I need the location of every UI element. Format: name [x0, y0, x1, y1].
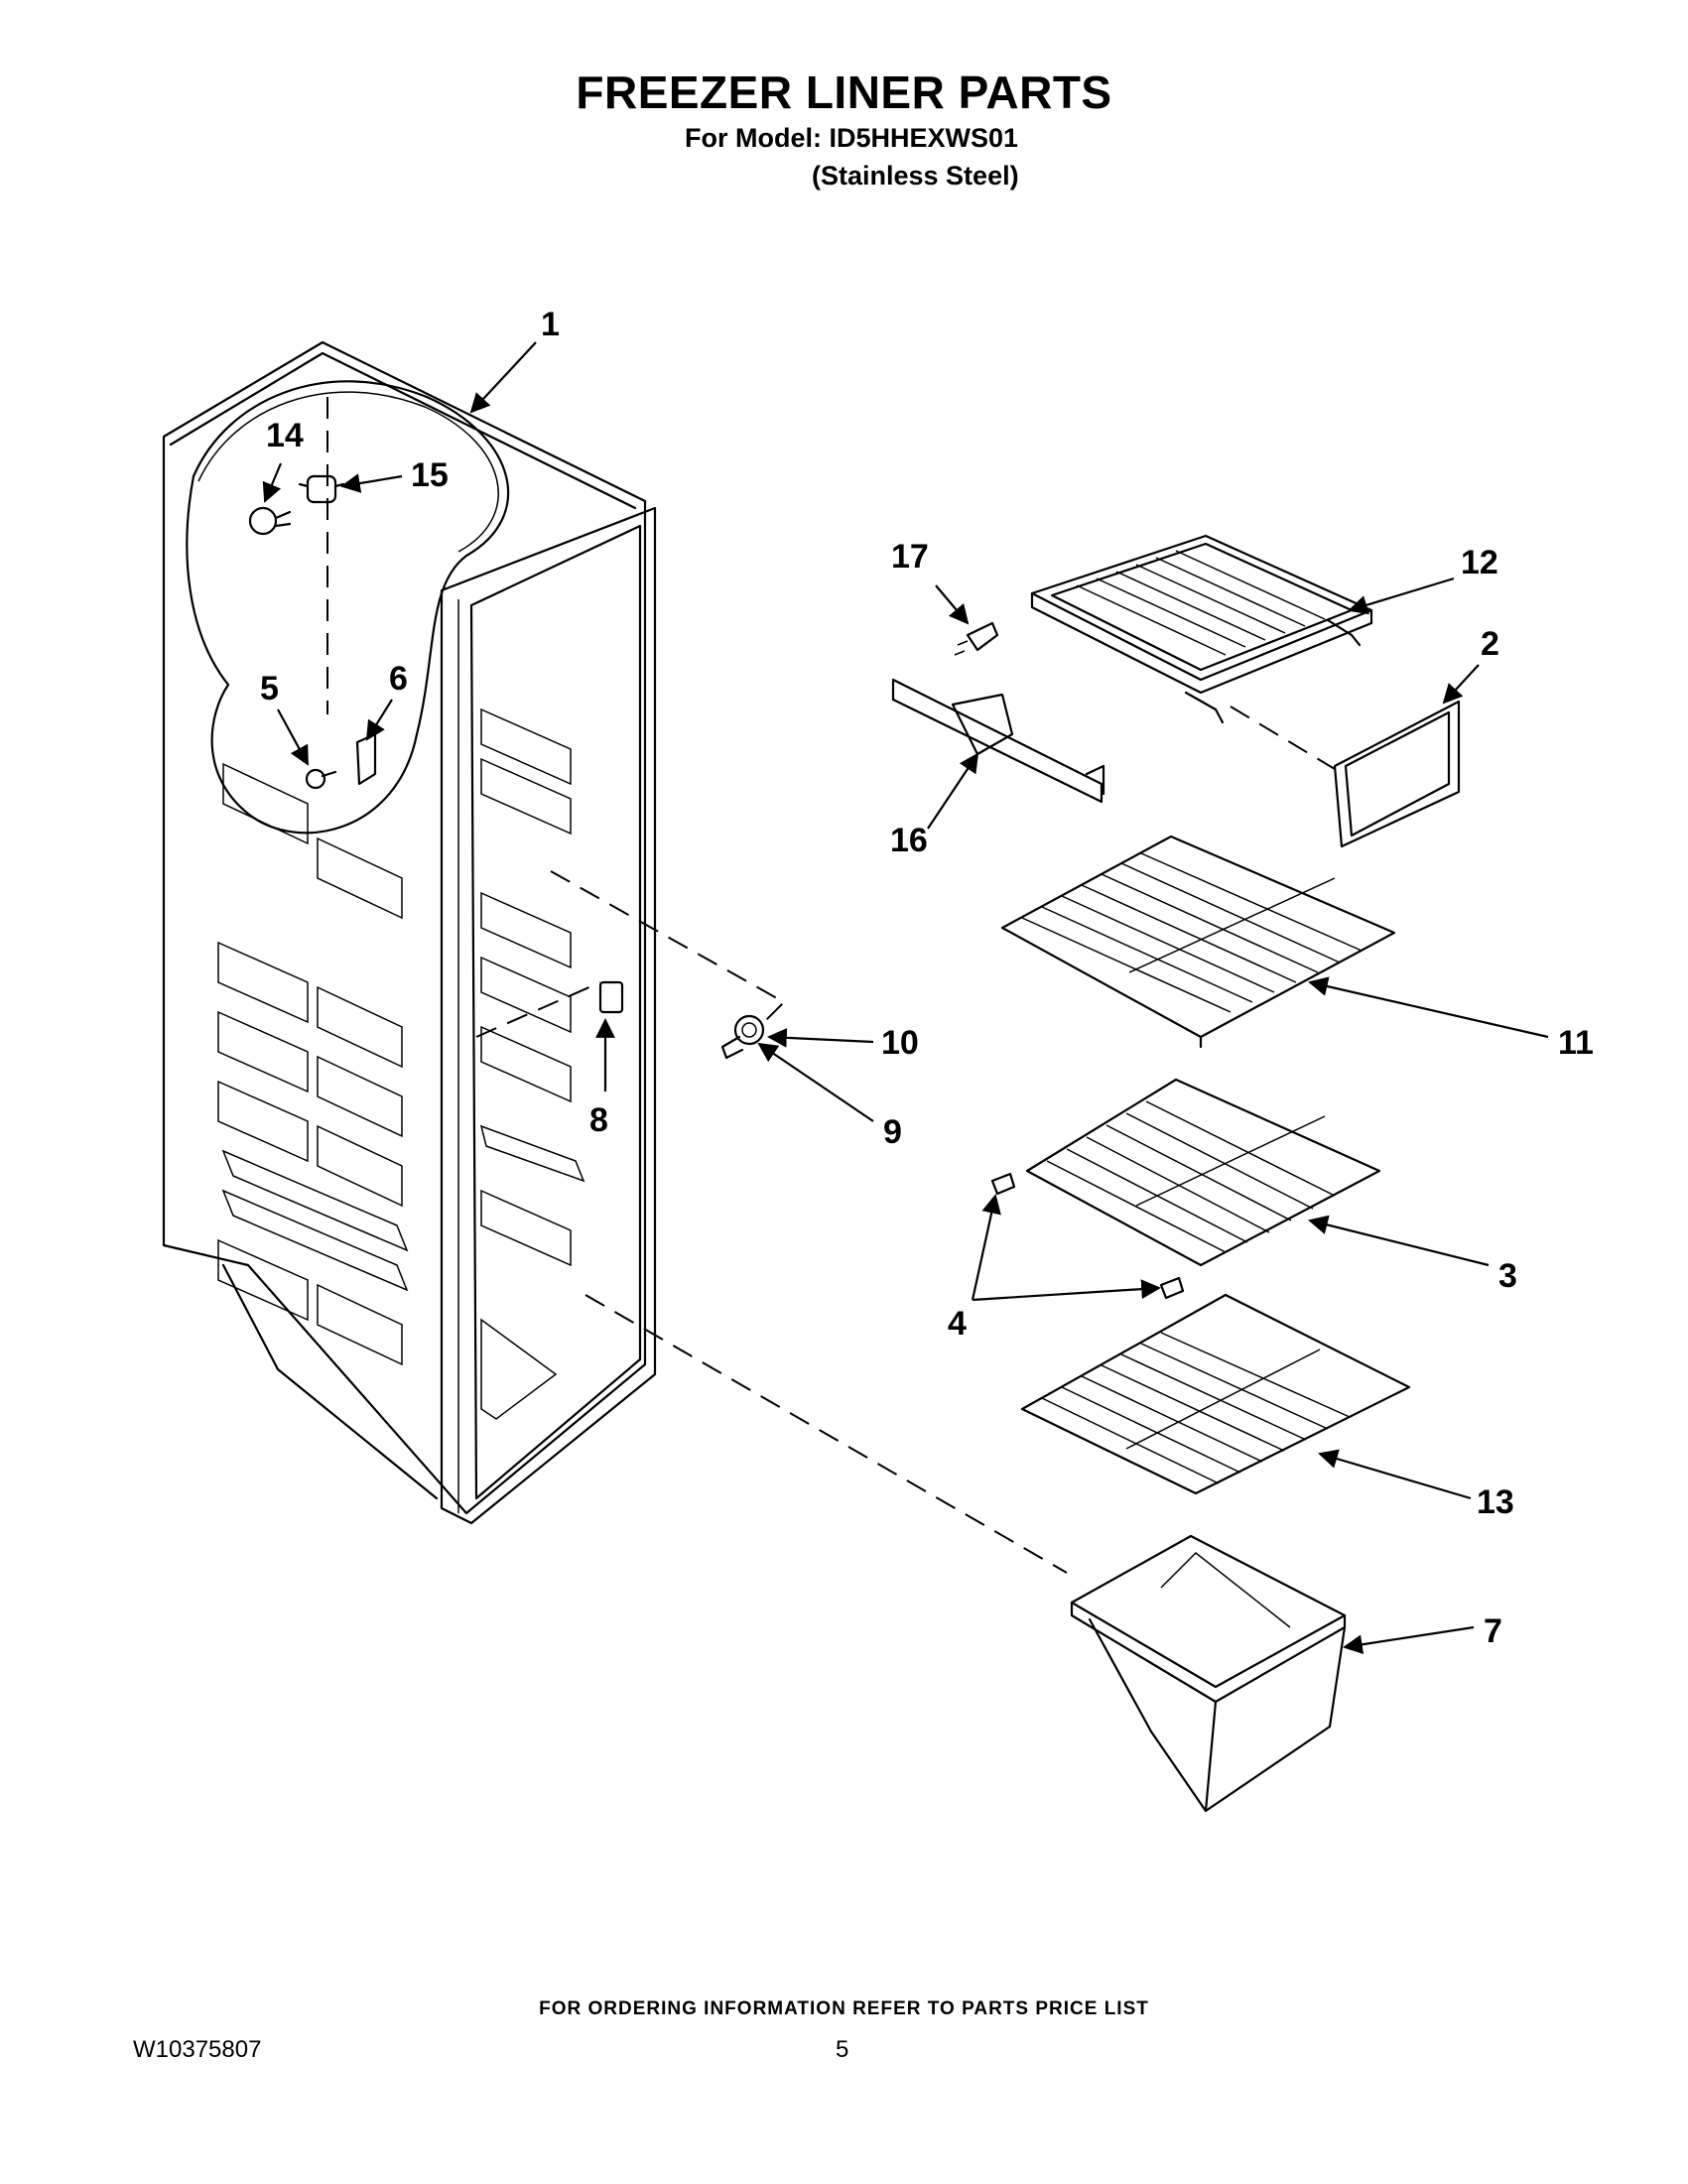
wire-shelf-3: [990, 1078, 1381, 1300]
callout-15: 15: [411, 456, 449, 494]
callout-13: 13: [1477, 1483, 1514, 1521]
model-line: For Model: ID5HHEXWS01: [685, 123, 1019, 153]
document-number: W10375807: [133, 2036, 262, 2063]
callout-9: 9: [883, 1113, 902, 1151]
freezer-bin: [1070, 1534, 1347, 1813]
callout-1: 1: [541, 306, 560, 343]
callout-4: 4: [948, 1305, 967, 1343]
variant-line: (Stainless Steel): [812, 161, 1019, 191]
shelf-support: [720, 1014, 765, 1060]
callout-12: 12: [1461, 544, 1498, 581]
callout-3: 3: [1498, 1257, 1517, 1295]
callout-6: 6: [389, 660, 408, 698]
tray-glass-panel: [1333, 700, 1461, 848]
freezer-liner: [162, 340, 657, 1525]
callout-leaders: [262, 341, 1549, 1655]
callout-17: 17: [891, 538, 929, 576]
callout-8: 8: [589, 1101, 608, 1139]
callout-2: 2: [1481, 625, 1499, 663]
callout-7: 7: [1484, 1612, 1502, 1650]
page-number: 5: [836, 2036, 849, 2063]
callout-5: 5: [260, 670, 279, 707]
callout-16: 16: [890, 822, 928, 859]
shelf-tray: [1030, 534, 1373, 724]
callout-14: 14: [266, 417, 304, 454]
callout-10: 10: [881, 1024, 919, 1062]
page-title: FREEZER LINER PARTS: [576, 66, 1112, 118]
wire-shelf-13: [1020, 1293, 1411, 1495]
wire-shelf-11: [1000, 835, 1396, 1049]
callout-11: 11: [1558, 1024, 1594, 1062]
ordering-note: FOR ORDERING INFORMATION REFER TO PARTS …: [539, 1998, 1149, 2019]
shelf-rail: [891, 621, 1105, 804]
